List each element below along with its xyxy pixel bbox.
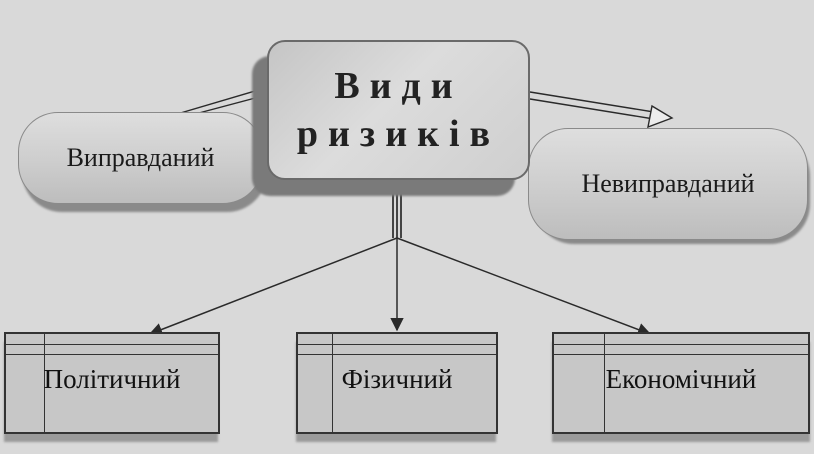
right-oval-label: Невиправданий	[581, 169, 755, 198]
center-title-line1: Види	[334, 65, 463, 107]
box-physical-label: Фізичний	[341, 364, 453, 394]
branch-left	[148, 237, 398, 336]
center-title-line2: ризиків	[296, 113, 501, 155]
right-oval-unjustified: Невиправданий	[528, 128, 808, 240]
arrow-to-right-oval	[529, 91, 674, 129]
box-economic: Економічний	[552, 332, 810, 434]
left-oval-justified: Виправданий	[18, 112, 263, 204]
center-box-risk-types: Види ризиків	[267, 40, 530, 180]
box-physical: Фізичний	[296, 332, 498, 434]
box-economic-label: Економічний	[605, 364, 757, 394]
box-political: Політичний	[4, 332, 220, 434]
left-oval-label: Виправданий	[66, 143, 215, 172]
branch-right	[396, 237, 652, 337]
box-political-label: Політичний	[43, 364, 181, 394]
